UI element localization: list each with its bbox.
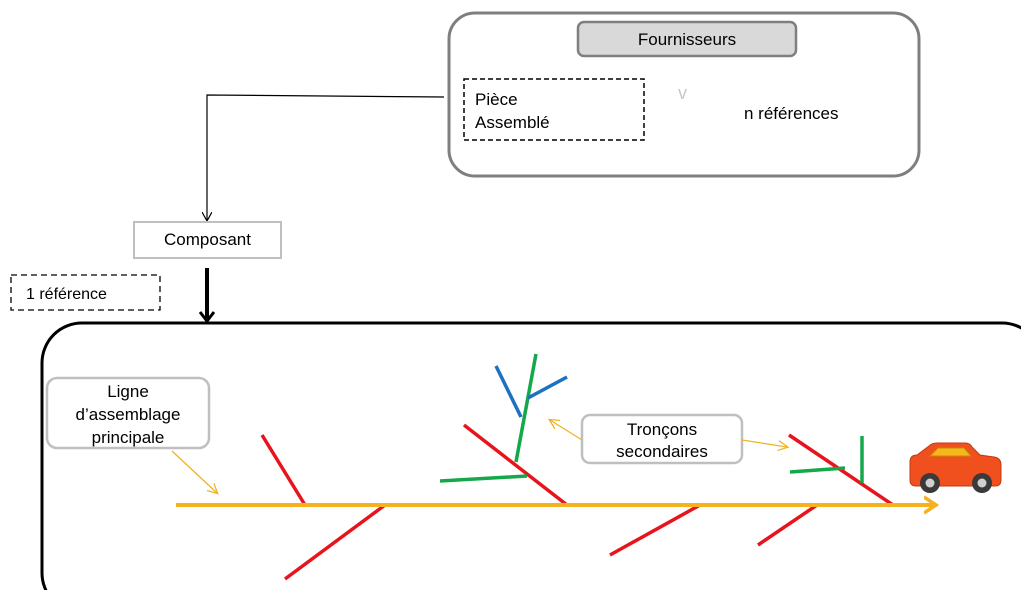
secondary-callout — [580, 413, 744, 465]
branch-red — [462, 423, 569, 507]
car-icon — [909, 442, 1002, 493]
references-label: n références — [744, 104, 839, 123]
reference-box — [10, 274, 161, 311]
part-box — [463, 78, 645, 141]
separator-glyph: v — [678, 83, 687, 103]
reference-label: 1 référence — [26, 286, 107, 303]
part-label-line2: Assemblé — [475, 113, 550, 132]
branch-red — [260, 434, 307, 506]
branch-blue — [527, 375, 568, 400]
secondary-label-1: Tronçons — [626, 420, 698, 439]
branch-green — [789, 466, 846, 474]
main-line-label-1: Ligne — [107, 382, 149, 401]
secondary-pointer-left — [550, 420, 583, 441]
main-line-label-2: d’assemblage — [75, 405, 181, 424]
main-line-label-3: principale — [91, 428, 165, 447]
supply-connector — [207, 94, 445, 220]
branch-red — [283, 503, 387, 581]
assembly-frame — [40, 321, 1021, 590]
branch-blue — [494, 365, 523, 418]
suppliers-title: Fournisseurs — [637, 30, 737, 49]
component-box — [133, 221, 282, 259]
secondary-pointer-right — [741, 439, 787, 447]
main-line-pointer — [171, 450, 217, 493]
secondary-label-2: secondaires — [616, 442, 708, 461]
branch-red — [757, 503, 818, 547]
part-label-line1: Pièce — [475, 90, 518, 109]
suppliers-title-box — [576, 20, 798, 58]
main-line-callout — [45, 376, 211, 450]
component-label: Composant — [164, 230, 251, 249]
branch-green — [514, 353, 538, 463]
branch-red — [609, 503, 701, 557]
branch-green — [439, 474, 528, 483]
